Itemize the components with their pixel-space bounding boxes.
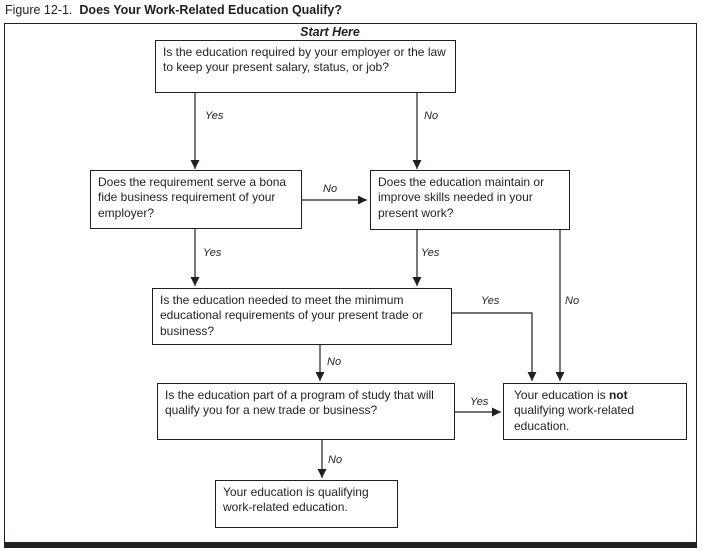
edge-label-q5-yes: Yes xyxy=(470,396,489,408)
edge-label-q3-yes: Yes xyxy=(421,247,440,259)
node-result-qualifying: Your education is qualifying work-relate… xyxy=(215,480,398,528)
edge-label-q4-yes: Yes xyxy=(481,295,500,307)
edge-q4-yes-arrow xyxy=(452,312,537,381)
node-result-not-qualifying: Your education is not qualifying work-re… xyxy=(503,383,687,440)
not-qualifying-text-bold: not xyxy=(608,388,628,402)
not-qualifying-text-post: qualifying work-related education. xyxy=(514,403,635,433)
start-here-heading: Start Here xyxy=(240,25,420,41)
node-question-maintain-improve-skills: Does the education maintain or improve s… xyxy=(370,170,570,230)
edge-label-q2-no: No xyxy=(323,183,338,195)
not-qualifying-text-pre: Your education is xyxy=(514,388,609,402)
edge-label-q1-no: No xyxy=(424,110,439,122)
figure-title: Figure 12-1. Does Your Work-Related Educa… xyxy=(5,3,342,17)
edge-label-q4-no: No xyxy=(327,356,342,368)
edge-label-q3-no: No xyxy=(565,295,580,307)
edge-label-q2-yes: Yes xyxy=(203,247,222,259)
node-question-required-by-employer: Is the education required by your employ… xyxy=(155,40,456,93)
edge-label-q5-no: No xyxy=(328,454,343,466)
figure-border xyxy=(4,23,697,548)
node-question-new-trade-or-business: Is the education part of a program of st… xyxy=(157,383,455,440)
node-question-bona-fide-requirement: Does the requirement serve a bona fide b… xyxy=(90,170,302,229)
edge-label-q1-yes: Yes xyxy=(205,110,224,122)
figure-number: Figure 12-1. xyxy=(5,3,73,17)
node-question-minimum-requirements: Is the education needed to meet the mini… xyxy=(152,288,452,345)
figure-name: Does Your Work-Related Education Qualify… xyxy=(79,3,342,17)
